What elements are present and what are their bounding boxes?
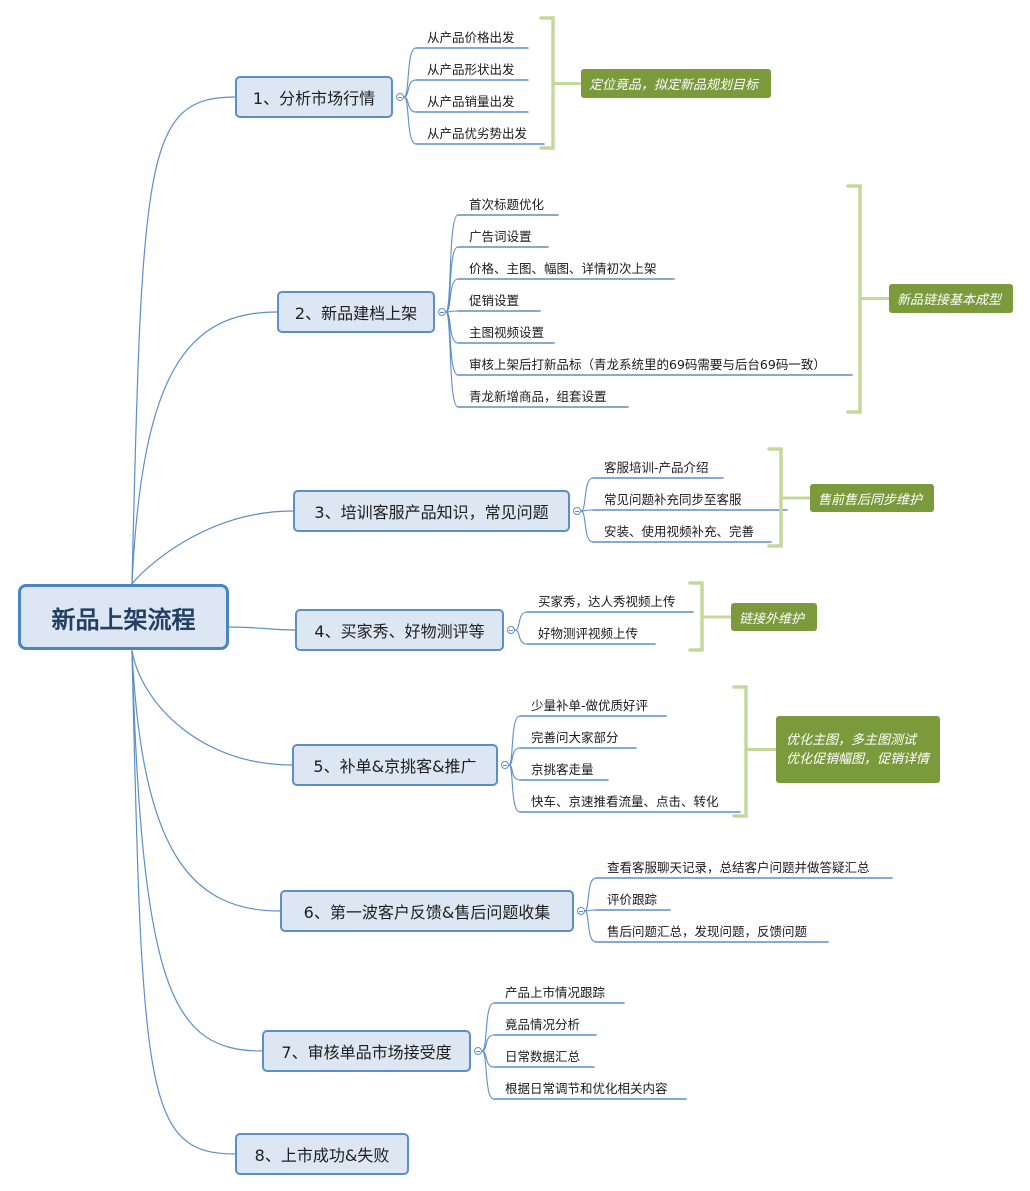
branch-topic-7[interactable]: 7、审核单品市场接受度 [262, 1030, 471, 1072]
subtopic-item[interactable]: 京挑客走量 [531, 762, 594, 777]
summary-note-1[interactable]: 定位竟品，拟定新品规划目标 [581, 69, 771, 98]
subtopic-connector [403, 79, 417, 98]
subtopic-item[interactable]: 价格、主图、幅图、详情初次上架 [469, 261, 657, 276]
root-branch-connector [131, 510, 294, 585]
subtopic-item[interactable]: 查看客服聊天记录，总结客户问题并做答疑汇总 [607, 860, 870, 875]
subtopic-item[interactable]: 从产品销量出发 [427, 94, 515, 109]
summary-note-line: 优化促销幅图，促销详情 [786, 751, 930, 767]
subtopic-item[interactable]: 促销设置 [469, 293, 520, 308]
subtopic-connector [445, 311, 459, 408]
branch-topic-5[interactable]: 5、补单&京挑客&推广 [292, 744, 498, 786]
subtopic-item[interactable]: 从产品优劣势出发 [427, 126, 528, 141]
root-branch-connector [131, 650, 281, 912]
summary-bracket [767, 447, 783, 548]
subtopic-item[interactable]: 审核上架后打新品标（青龙系统里的69码需要与后台69码一致） [469, 357, 826, 372]
subtopic-item[interactable]: 产品上市情况跟踪 [505, 985, 606, 1000]
summary-note-5[interactable]: 优化主图，多主图测试优化促销幅图，促销详情 [776, 716, 940, 783]
subtopic-connector [445, 311, 459, 376]
summary-note-line: 新品链接基本成型 [897, 293, 1002, 308]
summary-bracket [846, 184, 862, 414]
root-branch-connector [131, 650, 236, 1155]
subtopic-item[interactable]: 客服培训-产品介绍 [604, 460, 709, 475]
subtopic-item[interactable]: 首次标题优化 [469, 197, 545, 212]
root-topic[interactable]: 新品上架流程 [18, 584, 229, 650]
branch-topic-1[interactable]: 1、分析市场行情 [235, 76, 393, 118]
subtopic-item[interactable]: 根据日常调节和优化相关内容 [505, 1081, 668, 1096]
branch-topic-3[interactable]: 3、培训客服产品知识，常见问题 [293, 490, 570, 532]
root-branch-connector [131, 96, 236, 585]
subtopic-item[interactable]: 常见问题补充同步至客服 [604, 492, 742, 507]
subtopic-connector [403, 96, 417, 145]
subtopic-connector [580, 477, 594, 512]
subtopic-item[interactable]: 完善问大家部分 [531, 730, 619, 745]
root-branch-connector [131, 650, 263, 1052]
subtopic-connector [481, 1050, 495, 1100]
branch-topic-8[interactable]: 8、上市成功&失败 [235, 1133, 409, 1175]
summary-bracket [732, 685, 748, 818]
summary-bracket [688, 581, 704, 652]
subtopic-connector [445, 278, 459, 313]
subtopic-item[interactable]: 从产品价格出发 [427, 30, 515, 45]
subtopic-item[interactable]: 广告词设置 [469, 229, 532, 244]
subtopic-connector [481, 1002, 495, 1052]
summary-note-4[interactable]: 链接外维护 [731, 603, 817, 631]
subtopic-item[interactable]: 快车、京速推看流量、点击、转化 [531, 794, 719, 809]
collapse-toggle-icon[interactable] [577, 907, 585, 915]
subtopic-connector [481, 1034, 495, 1052]
collapse-toggle-icon[interactable] [438, 308, 446, 316]
subtopic-connector [514, 611, 528, 631]
subtopic-item[interactable]: 少量补单-做优质好评 [531, 698, 649, 713]
root-branch-connector [227, 626, 296, 631]
subtopic-item[interactable]: 日常数据汇总 [505, 1049, 581, 1064]
branch-topic-2[interactable]: 2、新品建档上架 [277, 291, 435, 333]
collapse-toggle-icon[interactable] [474, 1047, 482, 1055]
summary-note-3[interactable]: 售前售后同步维护 [810, 484, 934, 512]
summary-note-line: 链接外维护 [739, 611, 805, 627]
summary-note-line: 优化主图，多主图测试 [786, 732, 917, 748]
subtopic-item[interactable]: 安装、使用视频补充、完善 [604, 524, 755, 539]
root-branch-connector [131, 311, 278, 585]
subtopic-connector [514, 629, 528, 645]
summary-bracket [539, 16, 555, 150]
subtopic-item[interactable]: 青龙新增商品，组套设置 [469, 389, 607, 404]
collapse-toggle-icon[interactable] [573, 507, 581, 515]
root-branch-connector [131, 650, 293, 766]
collapse-toggle-icon[interactable] [396, 93, 404, 101]
subtopic-item[interactable]: 售后问题汇总，发现问题，反馈问题 [607, 924, 808, 939]
collapse-toggle-icon[interactable] [501, 761, 509, 769]
summary-note-line: 售前售后同步维护 [818, 492, 923, 508]
subtopic-connector [584, 877, 597, 912]
collapse-toggle-icon[interactable] [507, 626, 515, 634]
subtopic-connector [508, 715, 521, 766]
subtopic-connector [508, 747, 521, 766]
subtopic-connector [580, 510, 594, 543]
subtopic-item[interactable]: 买家秀，达人秀视频上传 [538, 594, 676, 609]
branch-topic-4[interactable]: 4、买家秀、好物测评等 [295, 609, 504, 651]
subtopic-item[interactable]: 评价跟踪 [607, 892, 658, 907]
branch-topic-6[interactable]: 6、第一波客户反馈&售后问题收集 [280, 890, 574, 932]
subtopic-item[interactable]: 从产品形状出发 [427, 62, 515, 77]
subtopic-connector [584, 910, 597, 943]
summary-note-2[interactable]: 新品链接基本成型 [889, 284, 1013, 313]
subtopic-item[interactable]: 好物测评视频上传 [538, 626, 639, 641]
subtopic-item[interactable]: 竟品情况分析 [505, 1017, 581, 1032]
summary-note-line: 定位竟品，拟定新品规划目标 [589, 78, 759, 93]
subtopic-connector [403, 47, 417, 98]
subtopic-item[interactable]: 主图视频设置 [469, 325, 545, 340]
subtopic-connector [508, 764, 521, 813]
